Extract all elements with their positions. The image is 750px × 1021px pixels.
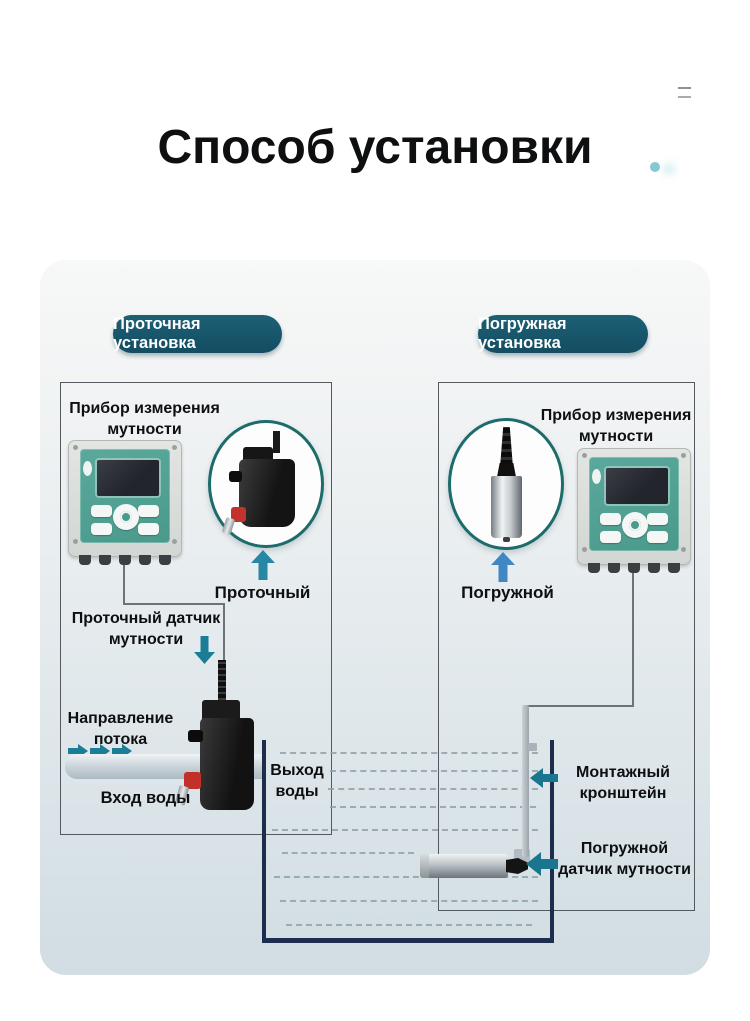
flow-sensor-label: Проточный датчик мутности — [71, 610, 221, 649]
mounting-bracket-pole — [522, 705, 529, 857]
water-tank — [262, 740, 554, 943]
sensor-connector — [497, 463, 516, 477]
controller-dpad — [622, 512, 648, 538]
controller-display — [97, 460, 159, 496]
down-arrow-icon — [194, 636, 215, 664]
flow-cable-drop — [223, 603, 225, 700]
flow-sensor-stem — [221, 517, 236, 535]
flow-sensor-body — [239, 459, 295, 527]
left-arrow-icon — [526, 852, 558, 876]
flow-direction-label: Направление потока — [67, 710, 174, 749]
screw-icon — [172, 445, 177, 450]
pipe-sensor-knob — [188, 730, 203, 742]
installation-panel: Проточная установка Погружная установка … — [40, 260, 710, 975]
pipe-sensor-cap — [202, 700, 240, 722]
flow-sensor-rod — [273, 431, 280, 453]
decor-dot — [650, 162, 660, 172]
flow-sensor-knob — [229, 471, 242, 482]
controller-button — [91, 505, 112, 517]
water-line — [330, 770, 538, 772]
flow-sensor-circle — [208, 420, 324, 548]
controller-button — [647, 513, 668, 525]
bracket-clamp — [528, 743, 537, 751]
submerged-sensor-ring — [420, 854, 429, 878]
turbidity-controller — [68, 440, 182, 565]
flow-diagram-box — [60, 382, 332, 835]
flow-cable-horizontal — [123, 603, 224, 605]
submersible-installation-badge: Погружная установка — [478, 315, 648, 353]
sensor-tip — [503, 537, 510, 542]
bracket-label: Монтажный кронштейн — [575, 764, 670, 803]
screw-icon — [681, 453, 686, 458]
sub-sensor-label: Погружной датчик мутности — [558, 840, 691, 879]
controller-dpad — [113, 504, 139, 530]
controller-button — [138, 505, 159, 517]
left-arrow-icon — [530, 768, 558, 788]
controller-display — [606, 468, 668, 504]
equals-mark-icon — [678, 87, 691, 98]
flow-installation-badge: Проточная установка — [113, 315, 282, 353]
water-line — [282, 852, 414, 854]
screw-icon — [172, 539, 177, 544]
controller-button — [138, 523, 159, 535]
submerged-sensor — [420, 854, 508, 878]
submerged-sensor-cable-tip — [506, 858, 528, 874]
flow-cable-vertical — [123, 557, 125, 603]
brand-logo — [592, 469, 601, 484]
screw-icon — [73, 445, 78, 450]
water-line — [330, 806, 536, 808]
water-line — [272, 829, 538, 831]
water-inlet-label: Вход воды — [100, 789, 191, 807]
screw-icon — [582, 547, 587, 552]
controller-button — [647, 531, 668, 543]
water-outlet-label: Выход воды — [270, 762, 324, 801]
turbidity-controller — [577, 448, 691, 573]
water-line — [280, 752, 538, 754]
pipe-sensor-body — [200, 718, 254, 810]
flow-sensor-valve — [231, 507, 246, 522]
controller-button — [91, 523, 112, 535]
controller-faceplate — [589, 457, 679, 551]
flow-sensor-kind-label: Проточный — [214, 583, 311, 602]
screw-icon — [73, 539, 78, 544]
cable-glands — [588, 563, 680, 573]
sub-cable-vertical — [632, 565, 634, 705]
controller-button — [600, 513, 621, 525]
water-line — [280, 900, 538, 902]
pipe-sensor-rod — [218, 660, 226, 704]
screw-icon — [582, 453, 587, 458]
cable-glands — [79, 555, 171, 565]
sensor-cable — [500, 427, 513, 465]
page-title: Способ установки — [157, 121, 593, 174]
water-line — [328, 788, 538, 790]
submersible-sensor-circle — [448, 418, 564, 550]
up-arrow-icon — [251, 550, 275, 580]
sub-cable-horizontal — [526, 705, 634, 707]
submersible-sensor-body — [491, 476, 522, 538]
sub-meter-label: Прибор измерения мутности — [540, 407, 692, 446]
controller-faceplate — [80, 449, 170, 543]
up-arrow-icon — [491, 552, 515, 582]
flow-meter-label: Прибор измерения мутности — [69, 400, 220, 439]
controller-button — [600, 531, 621, 543]
brand-logo — [83, 461, 92, 476]
sub-sensor-kind-label: Погружной — [461, 583, 554, 602]
submersible-diagram-box — [438, 382, 695, 911]
water-line — [286, 924, 532, 926]
pipe-sensor-valve — [184, 772, 201, 789]
water-line — [274, 876, 538, 878]
screw-icon — [681, 547, 686, 552]
